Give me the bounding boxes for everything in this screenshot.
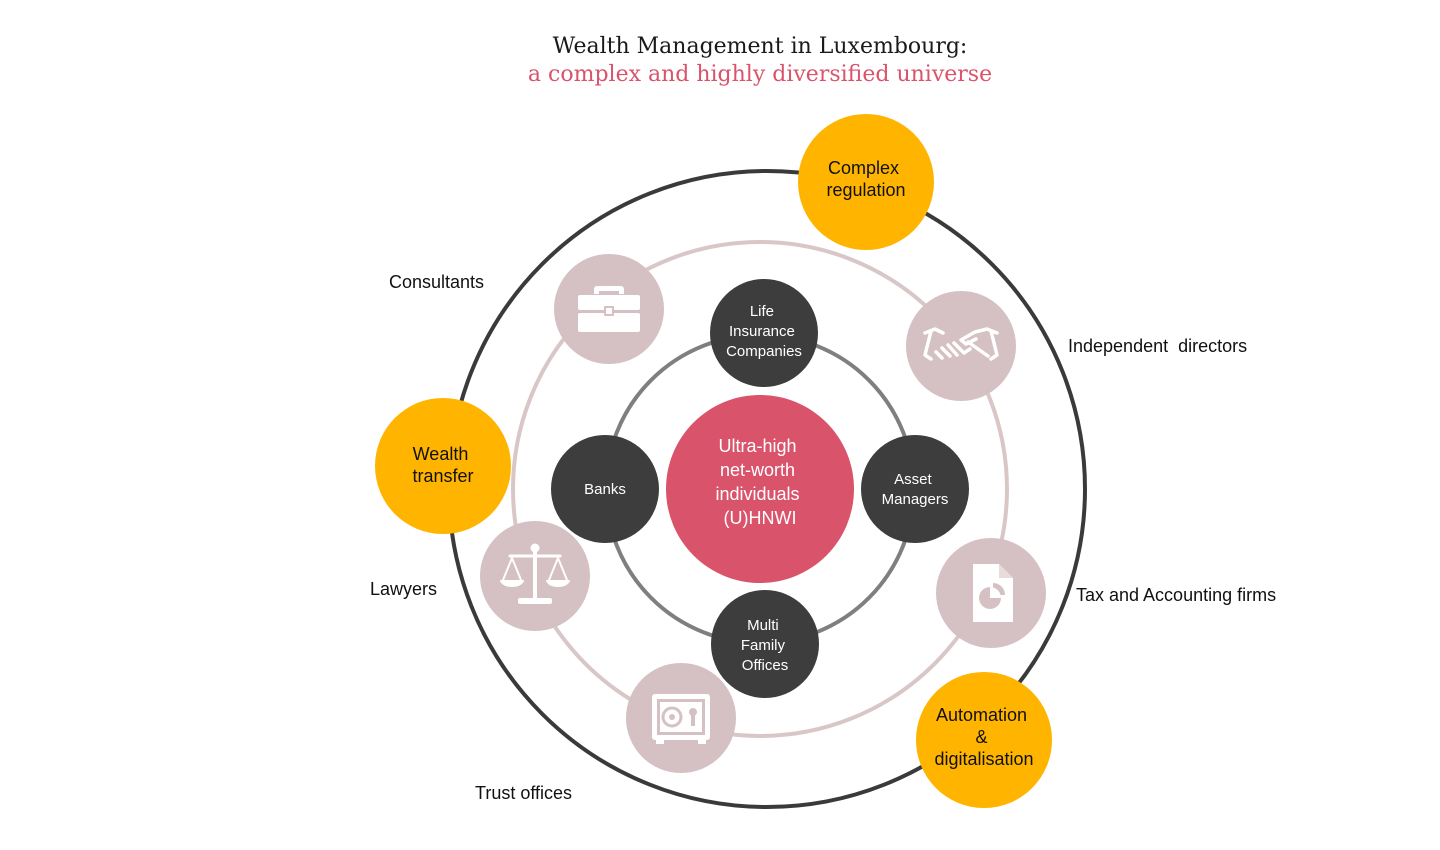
node-label-line: Asset [894, 471, 932, 488]
svg-text:Ultra-high net-worth: Ultra-high net-worth individuals (U)HNWI [715, 436, 804, 528]
node-label-line: Automation [936, 705, 1027, 725]
node-independent-directors [906, 291, 1016, 401]
node-label-line: Wealth [413, 444, 469, 464]
node-asset-managers: Asset Managers [861, 435, 969, 543]
node-label-line: transfer [412, 466, 473, 486]
center-label-line: individuals [715, 484, 799, 504]
label-lawyers: Lawyers [370, 579, 437, 599]
label-tax-accounting: Tax and Accounting firms [1076, 585, 1276, 605]
node-label-line: digitalisation [934, 749, 1033, 769]
node-consultants [554, 254, 664, 364]
label-independent-directors: Independent directors [1068, 336, 1247, 356]
node-trust-offices [626, 663, 736, 773]
briefcase-icon [578, 286, 640, 332]
scales-icon [500, 543, 570, 604]
svg-text:Complex regulation: Complex regulation [826, 158, 905, 200]
svg-text:Automation & digit: Automation & digitalisation [934, 705, 1033, 769]
node-lawyers [480, 521, 590, 631]
center-node: Ultra-high net-worth individuals (U)HNWI [666, 395, 854, 583]
node-label-line: Managers [882, 491, 949, 508]
svg-text:Life Insurance Com: Life Insurance Companies [726, 303, 802, 360]
svg-text:Asset Managers: Asset Managers [882, 471, 949, 508]
middle-ring [511, 240, 1009, 738]
node-wealth-transfer: Wealth transfer [375, 398, 511, 534]
svg-text:Wealth transfer: Wealth transfer [412, 444, 473, 486]
node-label-line: & [975, 727, 987, 747]
node-tax-accounting [936, 538, 1046, 648]
title-line-1: Wealth Management in Luxembourg: [552, 34, 968, 59]
node-label-line: Offices [742, 657, 788, 674]
svg-text:Multi Family Offic: Multi Family Offices [741, 617, 789, 674]
node-label-line: regulation [826, 180, 905, 200]
title-line-2: a complex and highly diversified univers… [527, 62, 993, 87]
node-life-insurance: Life Insurance Companies [710, 279, 818, 387]
handshake-icon [923, 327, 999, 361]
node-label-line: Multi [747, 617, 779, 634]
node-label-line: Complex [828, 158, 899, 178]
node-label-line: Life [750, 303, 774, 320]
node-multi-family-offices: Multi Family Offices [711, 590, 819, 698]
center-label-line: Ultra-high [718, 436, 796, 456]
node-banks: Banks [551, 435, 659, 543]
center-label-line: (U)HNWI [724, 508, 797, 528]
label-consultants: Consultants [389, 272, 484, 292]
svg-text:Banks: Banks [584, 481, 626, 498]
node-complex-regulation: Complex regulation [798, 114, 934, 250]
center-label-line: net-worth [720, 460, 795, 480]
safe-icon [652, 694, 710, 744]
node-label-line: Companies [726, 343, 802, 360]
node-automation-digitalisation: Automation & digitalisation [916, 672, 1052, 808]
node-label-line: Banks [584, 481, 626, 498]
node-label-line: Family [741, 637, 786, 654]
node-label-line: Insurance [729, 323, 795, 340]
document-chart-icon [973, 564, 1013, 622]
label-trust-offices: Trust offices [475, 783, 572, 803]
